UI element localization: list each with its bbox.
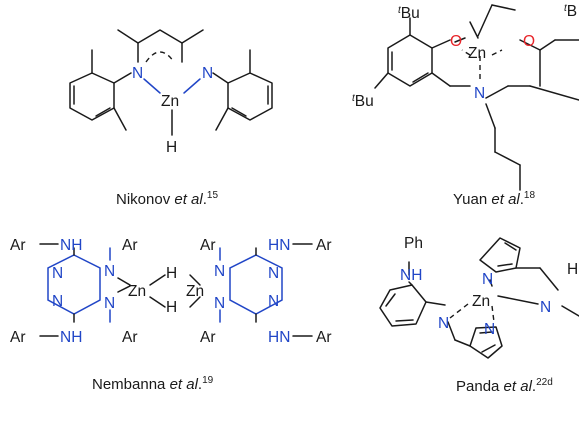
- atom-n: N: [202, 65, 213, 82]
- tert-butyl-label: tB: [564, 3, 577, 20]
- caption-nikonov: Nikonov et al.15: [116, 190, 218, 208]
- tert-butyl-label: tBu: [398, 5, 420, 22]
- atom-h: H: [166, 265, 177, 282]
- atom-n: N: [474, 85, 485, 102]
- caption-nembanna: Nembanna et al.19: [92, 375, 214, 393]
- atom-zn: Zn: [186, 283, 204, 300]
- amine-hn: HN: [268, 329, 290, 346]
- atom-o: O: [523, 33, 535, 50]
- structure-nikonov: N N Zn H: [69, 29, 273, 156]
- amine-hn: HN: [268, 237, 290, 254]
- atom-n: N: [214, 263, 225, 280]
- amine-nh: NH: [60, 329, 82, 346]
- atom-n: N: [268, 293, 279, 310]
- atom-h: H: [567, 261, 578, 278]
- caption-yuan: Yuan et al.18: [453, 190, 535, 208]
- aryl-label: Ar: [200, 329, 216, 346]
- phenyl-label: Ph: [404, 235, 423, 252]
- atom-n: N: [540, 299, 551, 316]
- structure-panda: Ph NH N Zn N N N H: [379, 235, 579, 359]
- amine-nh: NH: [60, 237, 82, 254]
- aryl-label: Ar: [10, 237, 26, 254]
- amine-nh: NH: [400, 267, 422, 284]
- aryl-label: Ar: [316, 329, 332, 346]
- atom-zn: Zn: [161, 93, 179, 110]
- atom-n: N: [104, 295, 115, 312]
- aryl-label: Ar: [200, 237, 216, 254]
- atom-h: H: [166, 139, 177, 156]
- aryl-label: Ar: [10, 329, 26, 346]
- atom-n: N: [104, 263, 115, 280]
- atom-zn: Zn: [468, 45, 486, 62]
- aryl-label: Ar: [122, 237, 138, 254]
- structure-yuan: tBu tBu O O Zn N tB: [352, 3, 579, 191]
- atom-n: N: [482, 271, 493, 288]
- atom-n: N: [132, 65, 143, 82]
- atom-n: N: [52, 265, 63, 282]
- atom-n: N: [268, 265, 279, 282]
- atom-n: N: [214, 295, 225, 312]
- atom-n: N: [438, 315, 449, 332]
- atom-n: N: [52, 293, 63, 310]
- aryl-label: Ar: [316, 237, 332, 254]
- atom-h: H: [166, 299, 177, 316]
- aryl-label: Ar: [122, 329, 138, 346]
- tert-butyl-label: tBu: [352, 93, 374, 110]
- atom-zn: Zn: [472, 293, 490, 310]
- atom-o: O: [450, 33, 462, 50]
- atom-n: N: [484, 321, 495, 338]
- structure-nembanna: Ar NH Ar N N N N Zn H H Zn Ar NH Ar Ar N…: [10, 237, 332, 346]
- atom-zn: Zn: [128, 283, 146, 300]
- caption-panda: Panda et al.22d: [456, 377, 553, 395]
